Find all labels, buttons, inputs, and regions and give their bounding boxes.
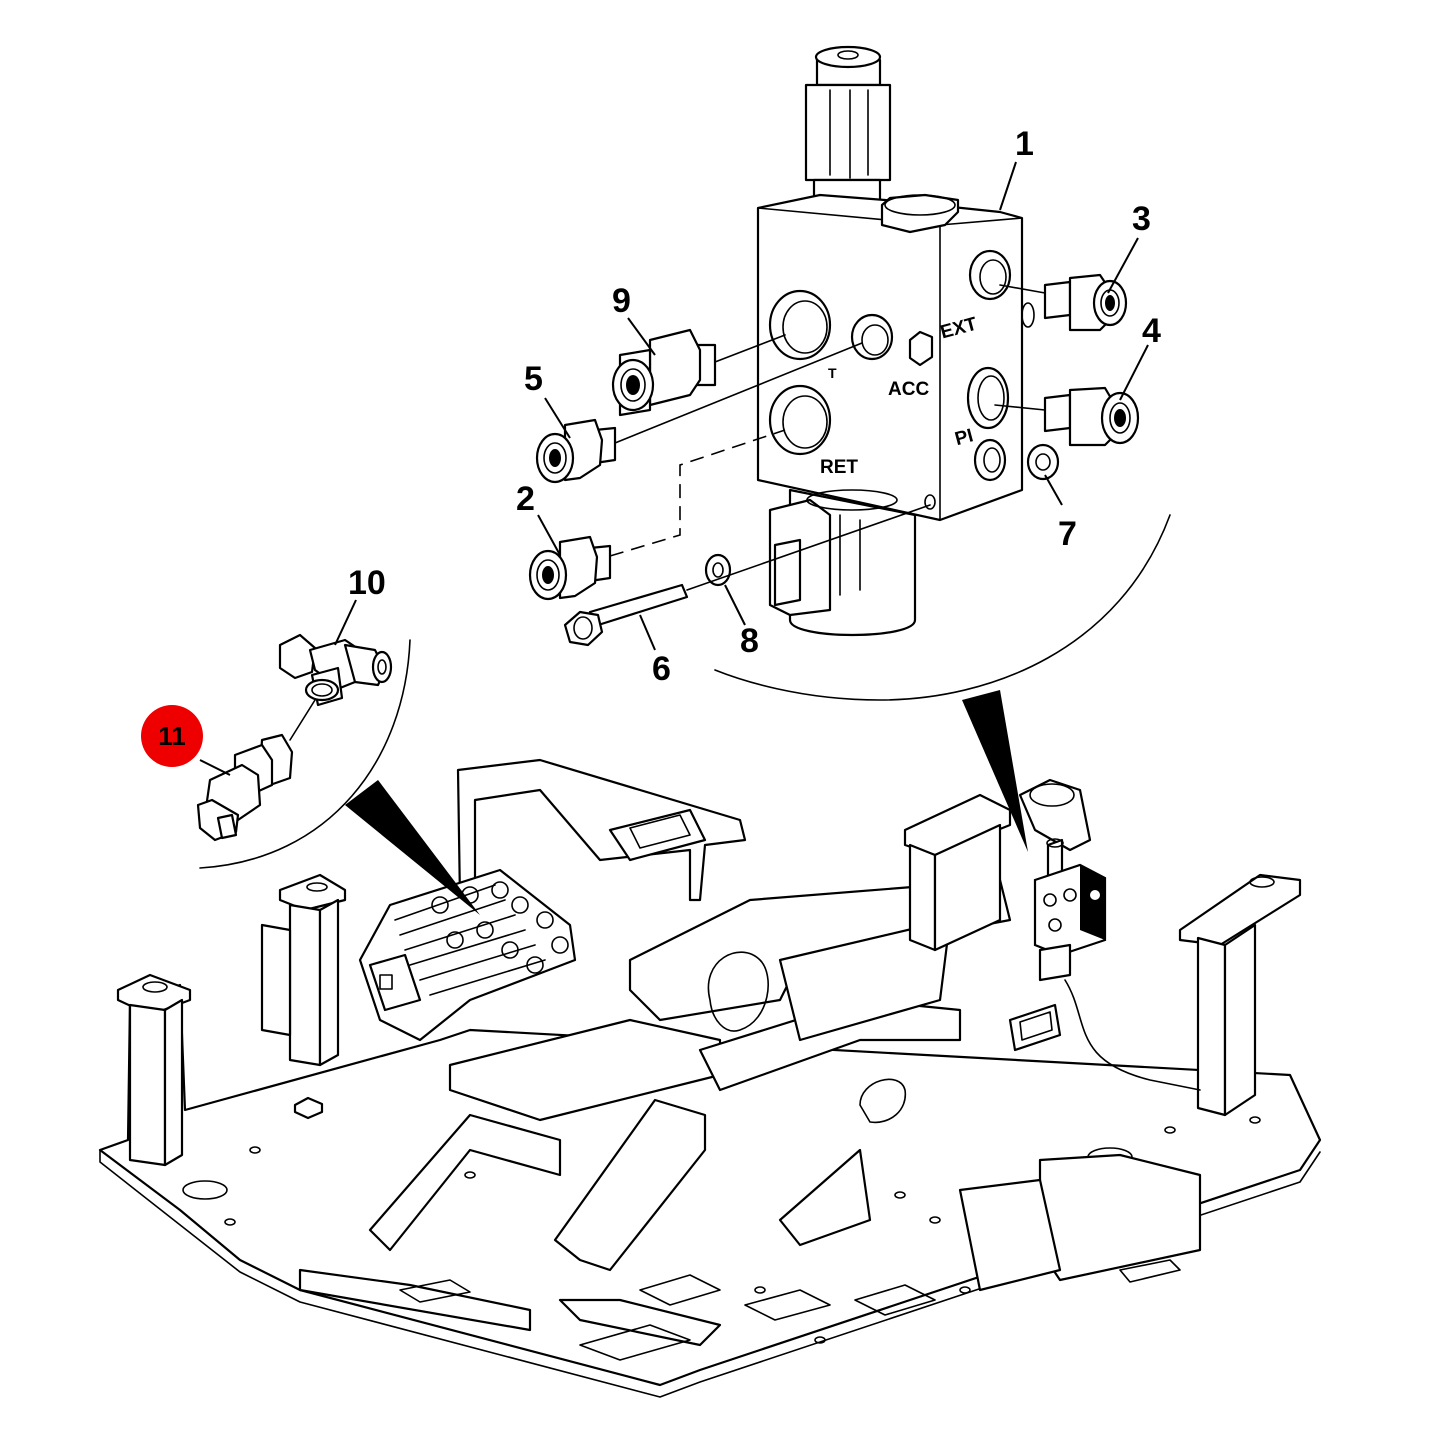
callout-4: 4 (1142, 312, 1161, 350)
callout-3: 3 (1132, 200, 1151, 238)
installed-selector-valve (1033, 838, 1107, 982)
callout-1: 1 (1015, 125, 1034, 163)
callout-2: 2 (516, 480, 535, 518)
callout-5: 5 (524, 360, 543, 398)
callout-6: 6 (652, 650, 671, 688)
washer-7 (1026, 443, 1060, 481)
fitting-3 (1043, 273, 1128, 332)
main-control-valve (358, 868, 577, 1042)
detail-arc-upper (714, 514, 1171, 852)
washer-8 (704, 553, 732, 587)
port-label-pi: PI (953, 425, 976, 450)
callout-8: 8 (740, 622, 759, 660)
fitting-9 (611, 328, 717, 417)
fitting-5 (535, 418, 617, 484)
callout-11: 11 (158, 721, 186, 751)
port-label-ret: RET (820, 457, 858, 478)
highlight-circle-11 (141, 705, 203, 767)
base-frame (98, 758, 1322, 1398)
leader-lines (199, 161, 1149, 776)
bolt-6 (563, 583, 689, 647)
callout-10: 10 (348, 564, 386, 602)
callout-9: 9 (612, 282, 631, 320)
detail-arc-left (199, 639, 480, 915)
port-label-acc: ACC (888, 379, 929, 400)
callout-7: 7 (1058, 515, 1077, 553)
fitting-4 (1043, 386, 1140, 447)
port-label-t: T (828, 365, 837, 381)
fitting-2 (528, 535, 612, 601)
tee-fitting-10 (278, 633, 393, 707)
pressure-switch-11 (196, 733, 294, 842)
valve-block-assembly (756, 45, 1035, 637)
